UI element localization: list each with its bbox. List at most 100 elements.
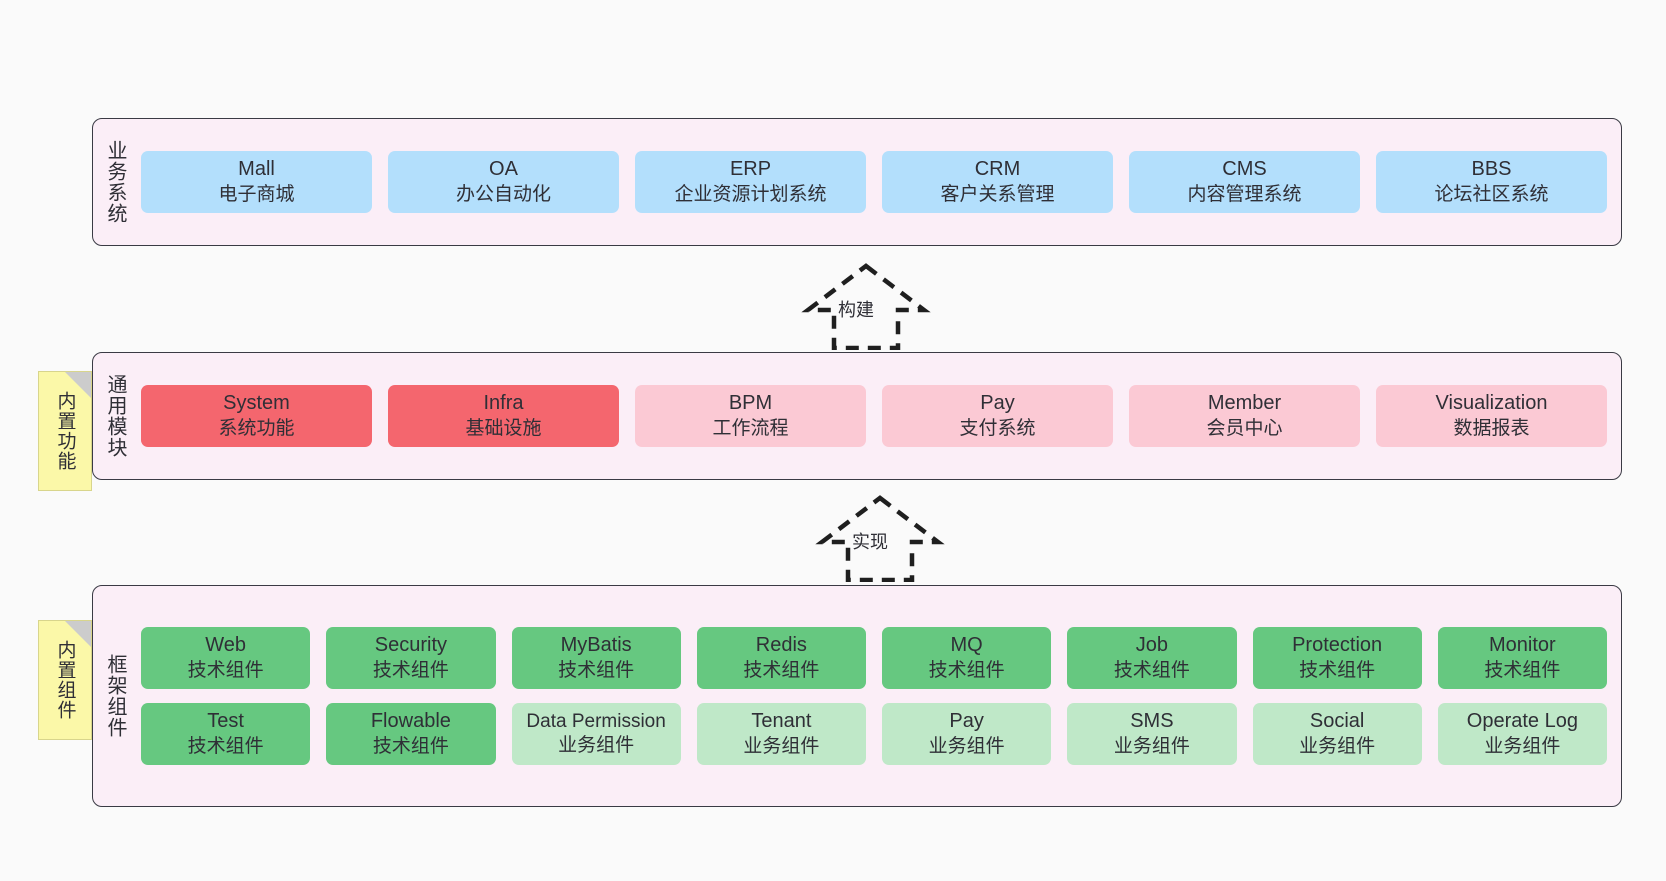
card-redis-cn: 技术组件 <box>743 659 820 681</box>
card-visualization[interactable]: Visualization 数据报表 <box>1376 385 1607 447</box>
card-job-en: Job <box>1135 634 1168 657</box>
card-crm-cn: 客户关系管理 <box>940 183 1055 205</box>
card-monitor-cn: 技术组件 <box>1484 659 1561 681</box>
connector-build-icon <box>801 263 931 351</box>
note-fold-icon <box>65 372 91 398</box>
card-operate-log-cn: 业务组件 <box>1484 735 1561 757</box>
layer-common-module: 通用模块 System 系统功能 Infra 基础设施 BPM 工作流程 Pay… <box>92 352 1622 480</box>
card-cms[interactable]: CMS 内容管理系统 <box>1129 151 1360 213</box>
card-test-en: Test <box>207 710 244 732</box>
card-job[interactable]: Job 技术组件 <box>1067 627 1237 689</box>
card-social[interactable]: Social 业务组件 <box>1252 703 1422 765</box>
card-web-cn: 技术组件 <box>187 659 264 681</box>
card-bbs-cn: 论坛社区系统 <box>1434 183 1549 205</box>
card-member-en: Member <box>1207 392 1282 415</box>
card-pay-module[interactable]: Pay 支付系统 <box>882 385 1113 447</box>
note-builtin-component-label: 内置组件 <box>54 640 76 720</box>
card-oa-cn: 办公自动化 <box>455 183 551 205</box>
card-protection-cn: 技术组件 <box>1299 659 1376 681</box>
card-tenant-cn: 业务组件 <box>743 735 820 757</box>
card-pay-component[interactable]: Pay 业务组件 <box>882 703 1052 765</box>
card-social-cn: 业务组件 <box>1299 735 1376 757</box>
card-web-en: Web <box>205 634 246 657</box>
connector-implement: 实现 <box>800 492 960 583</box>
card-protection[interactable]: Protection 技术组件 <box>1252 627 1422 689</box>
card-redis[interactable]: Redis 技术组件 <box>696 627 866 689</box>
card-security-cn: 技术组件 <box>372 659 449 681</box>
card-operate-log-en: Operate Log <box>1466 710 1578 732</box>
note-fold-icon <box>65 621 91 647</box>
card-pay-component-cn: 业务组件 <box>928 735 1005 757</box>
card-mall[interactable]: Mall 电子商城 <box>141 151 372 213</box>
layer-business-system: 业务系统 Mall 电子商城 OA 办公自动化 ERP 企业资源计划系统 CRM… <box>92 118 1622 246</box>
card-data-permission-en: Data Permission <box>526 710 666 732</box>
card-data-permission[interactable]: Data Permission 业务组件 <box>511 703 681 765</box>
card-erp-cn: 企业资源计划系统 <box>674 183 827 205</box>
card-security[interactable]: Security 技术组件 <box>326 627 496 689</box>
card-infra[interactable]: Infra 基础设施 <box>388 385 619 447</box>
card-visualization-en: Visualization <box>1435 392 1548 415</box>
card-mq[interactable]: MQ 技术组件 <box>882 627 1052 689</box>
card-sms[interactable]: SMS 业务组件 <box>1067 703 1237 765</box>
card-tenant[interactable]: Tenant 业务组件 <box>696 703 866 765</box>
connector-build: 构建 <box>786 260 946 351</box>
card-crm[interactable]: CRM 客户关系管理 <box>882 151 1113 213</box>
card-infra-cn: 基础设施 <box>465 417 542 439</box>
connector-implement-icon <box>815 495 945 583</box>
card-flowable-cn: 技术组件 <box>372 735 449 757</box>
note-builtin-feature-label: 内置功能 <box>54 391 76 471</box>
card-bpm-cn: 工作流程 <box>712 417 789 439</box>
layer-common-module-label: 通用模块 <box>104 374 126 458</box>
card-web[interactable]: Web 技术组件 <box>141 627 311 689</box>
layer-business-system-label: 业务系统 <box>104 140 126 224</box>
note-builtin-feature[interactable]: 内置功能 <box>38 371 92 491</box>
card-member[interactable]: Member 会员中心 <box>1129 385 1360 447</box>
layer-business-system-cards: Mall 电子商城 OA 办公自动化 ERP 企业资源计划系统 CRM 客户关系… <box>137 119 1621 245</box>
card-monitor-en: Monitor <box>1489 634 1556 657</box>
card-oa-en: OA <box>489 158 518 181</box>
layer-framework-component-cards: Web 技术组件 Security 技术组件 MyBatis 技术组件 Redi… <box>137 586 1621 806</box>
card-pay-component-en: Pay <box>949 710 984 732</box>
note-builtin-component[interactable]: 内置组件 <box>38 620 92 740</box>
card-operate-log[interactable]: Operate Log 业务组件 <box>1437 703 1607 765</box>
card-system-cn: 系统功能 <box>218 417 295 439</box>
card-bbs[interactable]: BBS 论坛社区系统 <box>1376 151 1607 213</box>
card-visualization-cn: 数据报表 <box>1453 417 1530 439</box>
card-protection-en: Protection <box>1292 634 1383 657</box>
card-flowable[interactable]: Flowable 技术组件 <box>326 703 496 765</box>
card-mq-en: MQ <box>950 634 983 657</box>
layer-common-module-cards: System 系统功能 Infra 基础设施 BPM 工作流程 Pay 支付系统… <box>137 353 1621 479</box>
card-job-cn: 技术组件 <box>1113 659 1190 681</box>
card-data-permission-cn: 业务组件 <box>558 734 635 756</box>
card-redis-en: Redis <box>755 634 807 657</box>
card-cms-en: CMS <box>1222 158 1267 181</box>
card-mybatis[interactable]: MyBatis 技术组件 <box>511 627 681 689</box>
card-mall-en: Mall <box>238 158 275 181</box>
card-infra-en: Infra <box>483 392 524 415</box>
card-cms-cn: 内容管理系统 <box>1187 183 1302 205</box>
card-sms-en: SMS <box>1130 710 1174 732</box>
card-bpm[interactable]: BPM 工作流程 <box>635 385 866 447</box>
card-oa[interactable]: OA 办公自动化 <box>388 151 619 213</box>
card-system[interactable]: System 系统功能 <box>141 385 372 447</box>
card-pay-module-cn: 支付系统 <box>959 417 1036 439</box>
card-mybatis-en: MyBatis <box>560 634 632 657</box>
card-mq-cn: 技术组件 <box>928 659 1005 681</box>
framework-row-tech: Web 技术组件 Security 技术组件 MyBatis 技术组件 Redi… <box>141 627 1607 689</box>
card-test[interactable]: Test 技术组件 <box>141 703 311 765</box>
connector-build-label: 构建 <box>838 300 874 320</box>
layer-framework-component-label: 框架组件 <box>104 654 126 738</box>
card-system-en: System <box>223 392 290 415</box>
card-erp[interactable]: ERP 企业资源计划系统 <box>635 151 866 213</box>
card-sms-cn: 业务组件 <box>1113 735 1190 757</box>
layer-framework-component: 框架组件 Web 技术组件 Security 技术组件 MyBatis 技术组件… <box>92 585 1622 807</box>
card-erp-en: ERP <box>729 158 772 181</box>
card-pay-module-en: Pay <box>980 392 1015 415</box>
card-crm-en: CRM <box>974 158 1021 181</box>
card-test-cn: 技术组件 <box>187 735 264 757</box>
card-bpm-en: BPM <box>728 392 773 415</box>
card-mall-cn: 电子商城 <box>218 183 295 205</box>
card-security-en: Security <box>374 634 447 657</box>
connector-implement-label: 实现 <box>852 532 888 552</box>
card-monitor[interactable]: Monitor 技术组件 <box>1437 627 1607 689</box>
